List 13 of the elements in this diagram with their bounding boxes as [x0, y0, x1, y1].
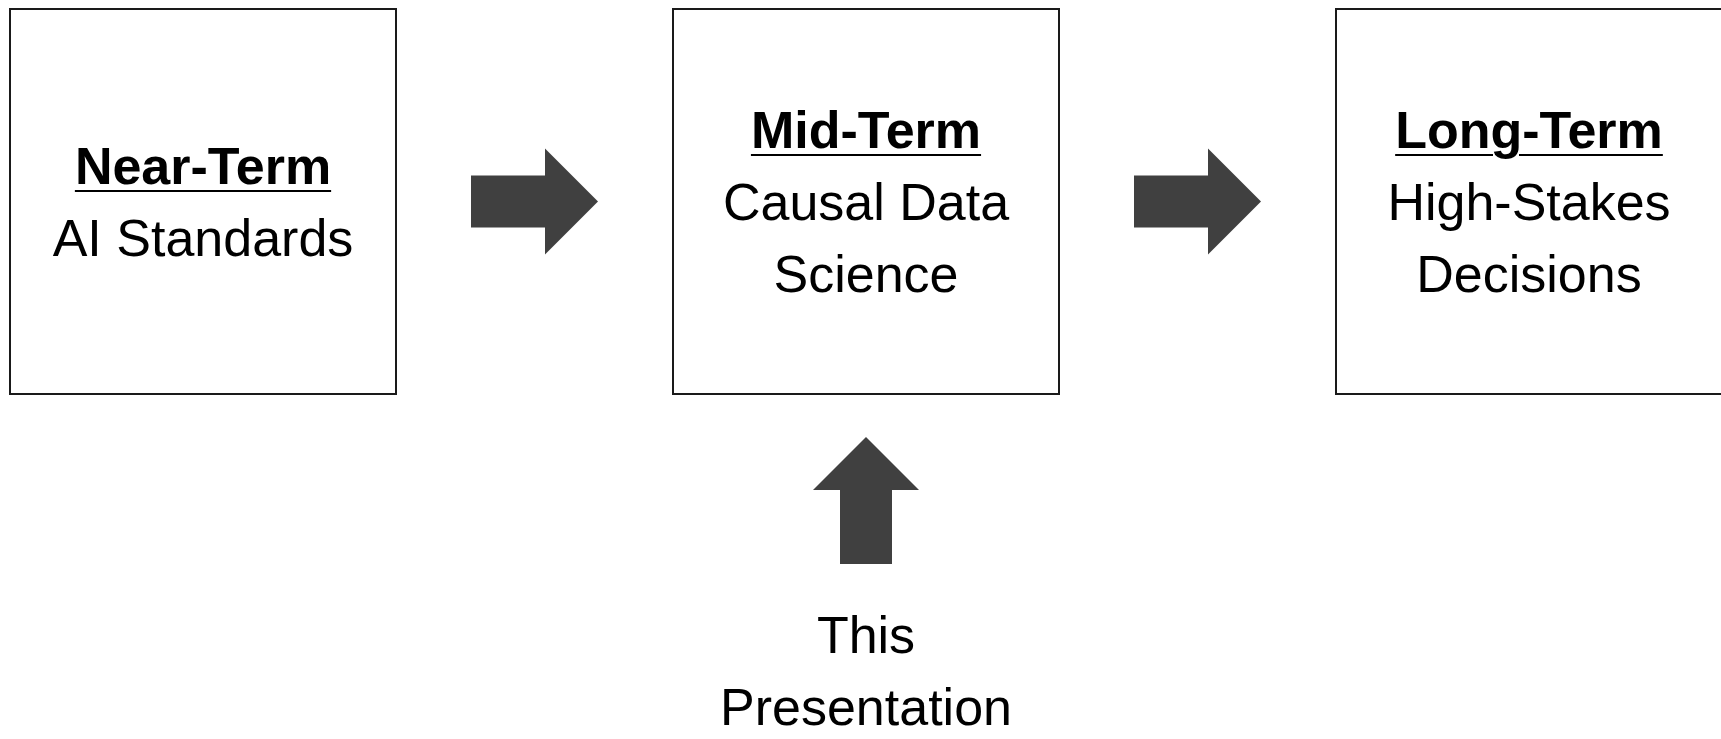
note-text: This Presentation	[719, 605, 1013, 738]
block-arrow	[471, 148, 598, 255]
block-arrow	[813, 437, 919, 564]
stage-description: AI Standards	[51, 207, 355, 269]
stage-box	[9, 8, 397, 395]
stage-heading: Long-Term	[1394, 99, 1664, 161]
stage-description: High-Stakes Decisions	[1386, 171, 1672, 305]
stage-box	[672, 8, 1060, 395]
stage-heading: Near-Term	[73, 135, 333, 197]
stage-box	[1335, 8, 1721, 395]
stage-heading: Mid-Term	[749, 99, 983, 161]
block-arrow	[1134, 148, 1261, 255]
stage-description: Causal Data Science	[721, 171, 1011, 305]
